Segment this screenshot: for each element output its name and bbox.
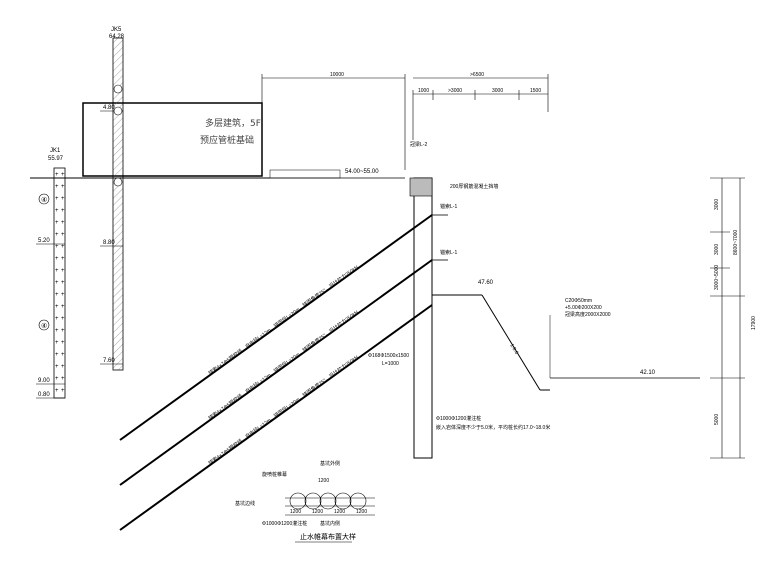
rdim-1: 3000 [714, 199, 720, 210]
dim-seg-1: 1000 [418, 88, 429, 94]
retaining-pile [413, 177, 433, 459]
detail-title: 止水帷幕布置大样 [300, 532, 356, 541]
jk1-name: JK1 [50, 148, 61, 154]
detail-label-top: 基坑外侧 [320, 460, 340, 467]
anchor-label-2: 锚索4×7Φ5钢绞线，自由段L=12m，锚固段L=20m，锚固角度25°，设计拉… [207, 309, 360, 422]
pile-spec: Φ168Φ1500x1500 [368, 353, 409, 359]
slope-ratio: 1:0.6 [508, 343, 519, 356]
jk1-elev: 55.97 [48, 156, 64, 162]
pile-note2: 嵌入岩体深度不少于5.0米，平均桩长约17.0~18.0米 [436, 424, 550, 431]
dim-right-total: >6500 [470, 72, 484, 78]
detail-label-jet: 旋喷桩帷幕 [262, 471, 287, 478]
borehole-jk1: JK1 55.97 5.20 9.00 0.80 ④ ④ [36, 148, 66, 399]
crown-beam-label: 冠梁L-2 [410, 141, 427, 148]
beam-sub2: 冠梁高度2000X2000 [565, 311, 611, 318]
beam-label: C20Φ50mm [565, 298, 592, 304]
jk1-layer-2: ④ [41, 322, 47, 330]
beam-sub: +5.00Φ200X200 [565, 305, 602, 311]
detail-dim-top: 1200 [318, 478, 329, 484]
detail-dim-1: 1200 [290, 509, 301, 515]
road-box [269, 169, 341, 179]
slope-profile: 47.60 1:0.6 42.10 C20Φ50mm +5.00Φ200X200… [368, 280, 700, 431]
jk1-layer-1: ④ [41, 196, 47, 204]
rdim-5: 8600~7000 [733, 230, 739, 255]
dim-overall: 10000 [330, 72, 344, 78]
dim-seg-4: 1500 [530, 88, 541, 94]
base-elev: 42.10 [640, 370, 656, 376]
pile-len: L=1000 [382, 361, 399, 367]
mid-elev: 47.60 [478, 280, 494, 286]
detail-label-bot: 基坑内侧 [320, 520, 340, 527]
drain-label: 200厚钢筋混凝土挡墙 [450, 183, 498, 190]
jk5-depth-2: 8.80 [103, 240, 115, 246]
detail-note: Φ1000Φ1200灌注桩 [262, 520, 307, 527]
detail-label-side: 基坑边线 [235, 500, 255, 507]
curtain-detail: 基坑外侧 旋喷桩帷幕 1200 基坑边线 1200 1200 1200 1200… [235, 460, 375, 543]
right-dimension: 3000 3000 3000~5000 5000 8600~7000 17900 [710, 177, 757, 459]
rdim-2: 3000 [714, 244, 720, 255]
building-label-2: 预应管桩基础 [200, 134, 254, 146]
jk1-depth-1: 5.20 [38, 238, 50, 244]
jk5-elev: 64.28 [109, 34, 125, 40]
anchor-label-1: 锚索4×7Φ5钢绞线，自由段L=12m，锚固段L=20m，锚固角度25°，设计拉… [207, 264, 360, 377]
rdim-total: 17900 [751, 316, 757, 330]
building-box [82, 102, 263, 177]
borehole-jk5: JK5 64.28 4.80 8.80 7.60 [100, 27, 125, 371]
pile-note: Φ1000Φ1200灌注桩 [436, 415, 481, 422]
crest-elev: 54.00~55.00 [345, 169, 379, 175]
rdim-4: 5000 [714, 414, 720, 425]
anchor-label-3: 锚索4×7Φ5钢绞线，自由段L=12m，锚固段L=20m，锚固角度25°，设计拉… [207, 354, 360, 467]
crown-beam [409, 177, 433, 197]
anchor1-label: 锚索L-1 [440, 203, 457, 210]
anchors: 锚索4×7Φ5钢绞线，自由段L=12m，锚固段L=20m，锚固角度25°，设计拉… [119, 214, 433, 531]
jk5-depth-3: 7.60 [103, 358, 115, 364]
detail-dim-3: 1200 [334, 509, 345, 515]
jk5-depth-1: 4.80 [103, 105, 115, 111]
detail-dim-2: 1200 [312, 509, 323, 515]
anchor2-label: 锚索L-1 [440, 249, 457, 256]
detail-dim-4: 1200 [356, 509, 367, 515]
jk1-depth-3: 0.80 [38, 392, 50, 398]
top-dimension: 10000 >6500 1000 >3000 3000 1500 [261, 72, 549, 170]
jk5-name: JK5 [111, 27, 122, 33]
dim-seg-3: 3000 [492, 88, 503, 94]
rdim-3: 3000~5000 [714, 265, 720, 290]
building-label-1: 多层建筑，5F [205, 117, 261, 129]
dim-seg-2: >3000 [448, 88, 462, 94]
jk1-depth-2: 9.00 [38, 378, 50, 384]
